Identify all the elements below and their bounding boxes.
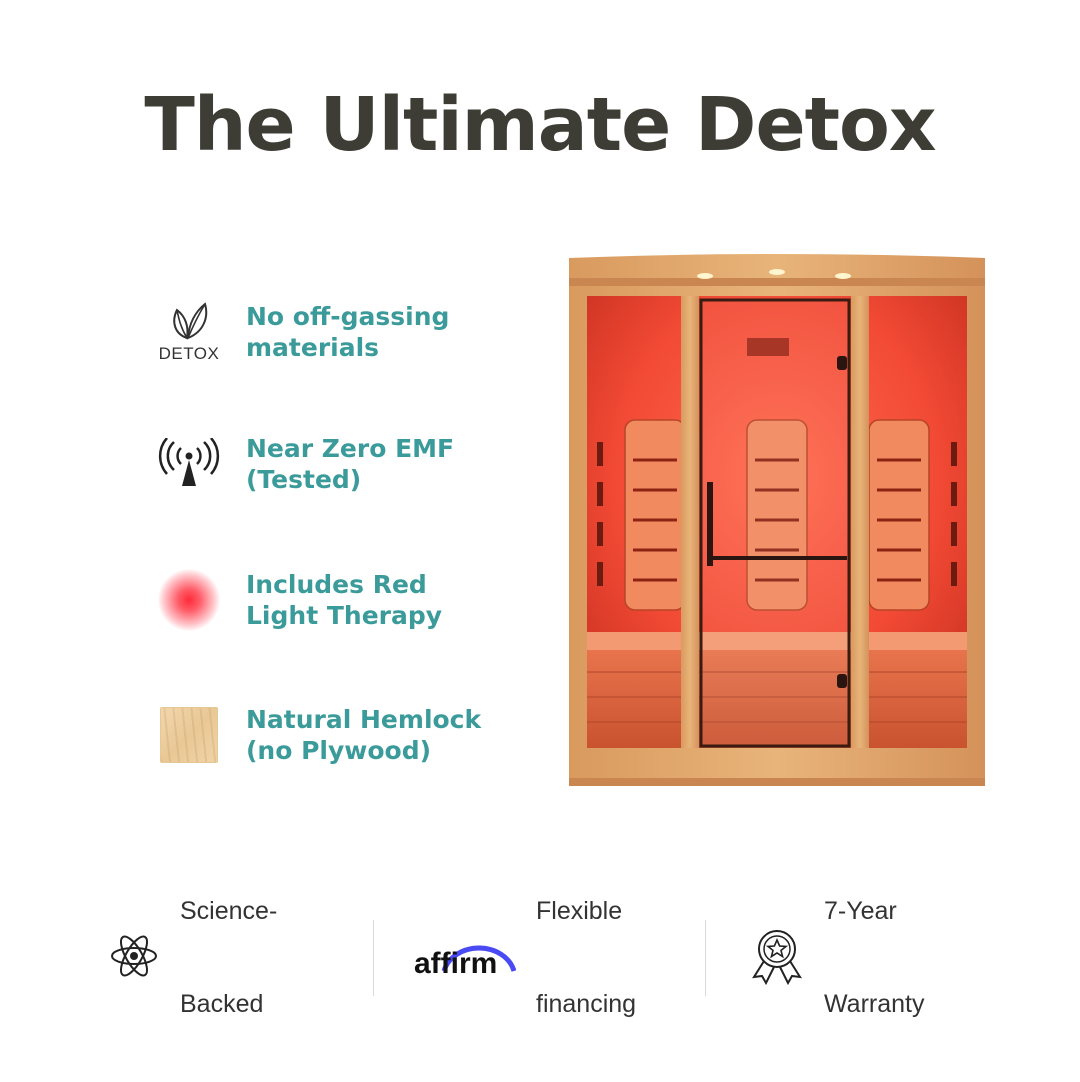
badge-warranty: 7-Year Warranty bbox=[750, 897, 990, 1018]
award-ribbon-icon bbox=[750, 927, 804, 989]
affirm-wordmark: affirm bbox=[414, 947, 498, 981]
badge-line-2: Warranty bbox=[824, 989, 925, 1018]
detox-label: DETOX bbox=[158, 344, 220, 363]
feature-line-1: Near Zero EMF bbox=[246, 434, 455, 463]
trust-badges-bar: Science- Backed affirm Flexible financin… bbox=[0, 897, 1080, 1018]
atom-icon bbox=[108, 929, 160, 987]
divider bbox=[705, 920, 706, 996]
badge-science-backed: Science- Backed bbox=[108, 897, 358, 1018]
page-title: The Ultimate Detox bbox=[144, 82, 936, 168]
feature-red-light: Includes Red Light Therapy bbox=[150, 560, 540, 640]
wood-swatch-icon bbox=[150, 695, 228, 775]
feature-line-1: Includes Red bbox=[246, 570, 427, 599]
badge-line-1: Flexible bbox=[536, 896, 623, 925]
feature-low-emf: Near Zero EMF (Tested) bbox=[150, 424, 540, 504]
feature-natural-hemlock: Natural Hemlock (no Plywood) bbox=[150, 695, 540, 775]
feature-line-2: Light Therapy bbox=[246, 601, 443, 630]
badge-text: Flexible financing bbox=[536, 834, 636, 1082]
badge-line-2: financing bbox=[536, 989, 637, 1018]
badge-text: Science- Backed bbox=[180, 834, 277, 1082]
feature-line-1: Natural Hemlock bbox=[246, 705, 482, 734]
antenna-signal-icon bbox=[150, 424, 228, 504]
feature-line-1: No off-gassing bbox=[246, 302, 450, 331]
feature-text: Includes Red Light Therapy bbox=[246, 569, 546, 631]
badge-text: 7-Year Warranty bbox=[824, 834, 924, 1082]
infrared-sauna-image bbox=[567, 252, 987, 788]
feature-text: Natural Hemlock (no Plywood) bbox=[246, 704, 546, 766]
feature-line-2: materials bbox=[246, 333, 380, 362]
feature-line-2: (Tested) bbox=[246, 465, 362, 494]
badge-line-2: Backed bbox=[180, 989, 264, 1018]
feature-line-2: (no Plywood) bbox=[246, 736, 432, 765]
badge-line-1: Science- bbox=[180, 896, 278, 925]
feature-no-offgassing: DETOX No off-gassing materials bbox=[150, 292, 540, 372]
red-light-glow-icon bbox=[150, 560, 228, 640]
badge-line-1: 7-Year bbox=[824, 896, 897, 925]
feature-text: Near Zero EMF (Tested) bbox=[246, 433, 546, 495]
feature-text: No off-gassing materials bbox=[246, 301, 546, 363]
divider bbox=[373, 920, 374, 996]
affirm-logo: affirm bbox=[414, 915, 518, 1000]
badge-flexible-financing: affirm Flexible financing bbox=[414, 897, 684, 1018]
leaf-detox-icon: DETOX bbox=[150, 292, 228, 372]
